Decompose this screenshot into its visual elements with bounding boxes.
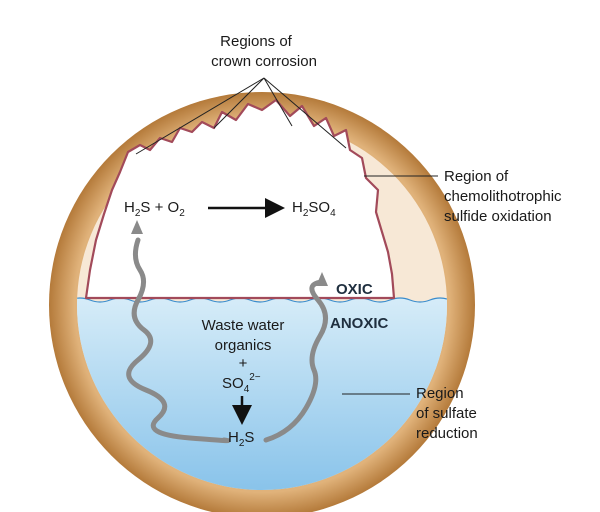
- waste-water-label-1: Waste water: [202, 317, 285, 334]
- oxidation-label-3: sulfide oxidation: [444, 208, 552, 225]
- sulfide-pathway-right: [263, 279, 328, 443]
- oxidation-label-1: Region of: [444, 168, 509, 185]
- oxic-label: OXIC: [336, 281, 373, 298]
- pathway-left-arrowhead: [131, 220, 143, 234]
- oxidation-label-2: chemolithotrophic: [444, 188, 562, 205]
- pathway-right-arrowhead: [316, 272, 328, 286]
- plus-sign: +: [239, 355, 248, 372]
- h2s-formula: H2S: [228, 429, 254, 449]
- sulfate-formula: SO42−: [222, 372, 261, 395]
- sulfide-pathway-left: [126, 237, 231, 444]
- crown-corrosion-callout-lines: [135, 77, 347, 155]
- crown-corrosion-label-2: crown corrosion: [211, 53, 317, 70]
- sulfate-label-2: of sulfate: [416, 405, 477, 422]
- sulfate-label-3: reduction: [416, 425, 478, 442]
- sulfate-label-1: Region: [416, 385, 464, 402]
- waste-water-label-2: organics: [215, 337, 272, 354]
- reaction-reactants: H2S + O2: [124, 199, 185, 219]
- reaction-product: H2SO4: [292, 199, 336, 219]
- corroded-crown-region: [84, 98, 396, 300]
- crown-corrosion-label-1: Regions of: [220, 33, 293, 50]
- anoxic-label: ANOXIC: [330, 315, 389, 332]
